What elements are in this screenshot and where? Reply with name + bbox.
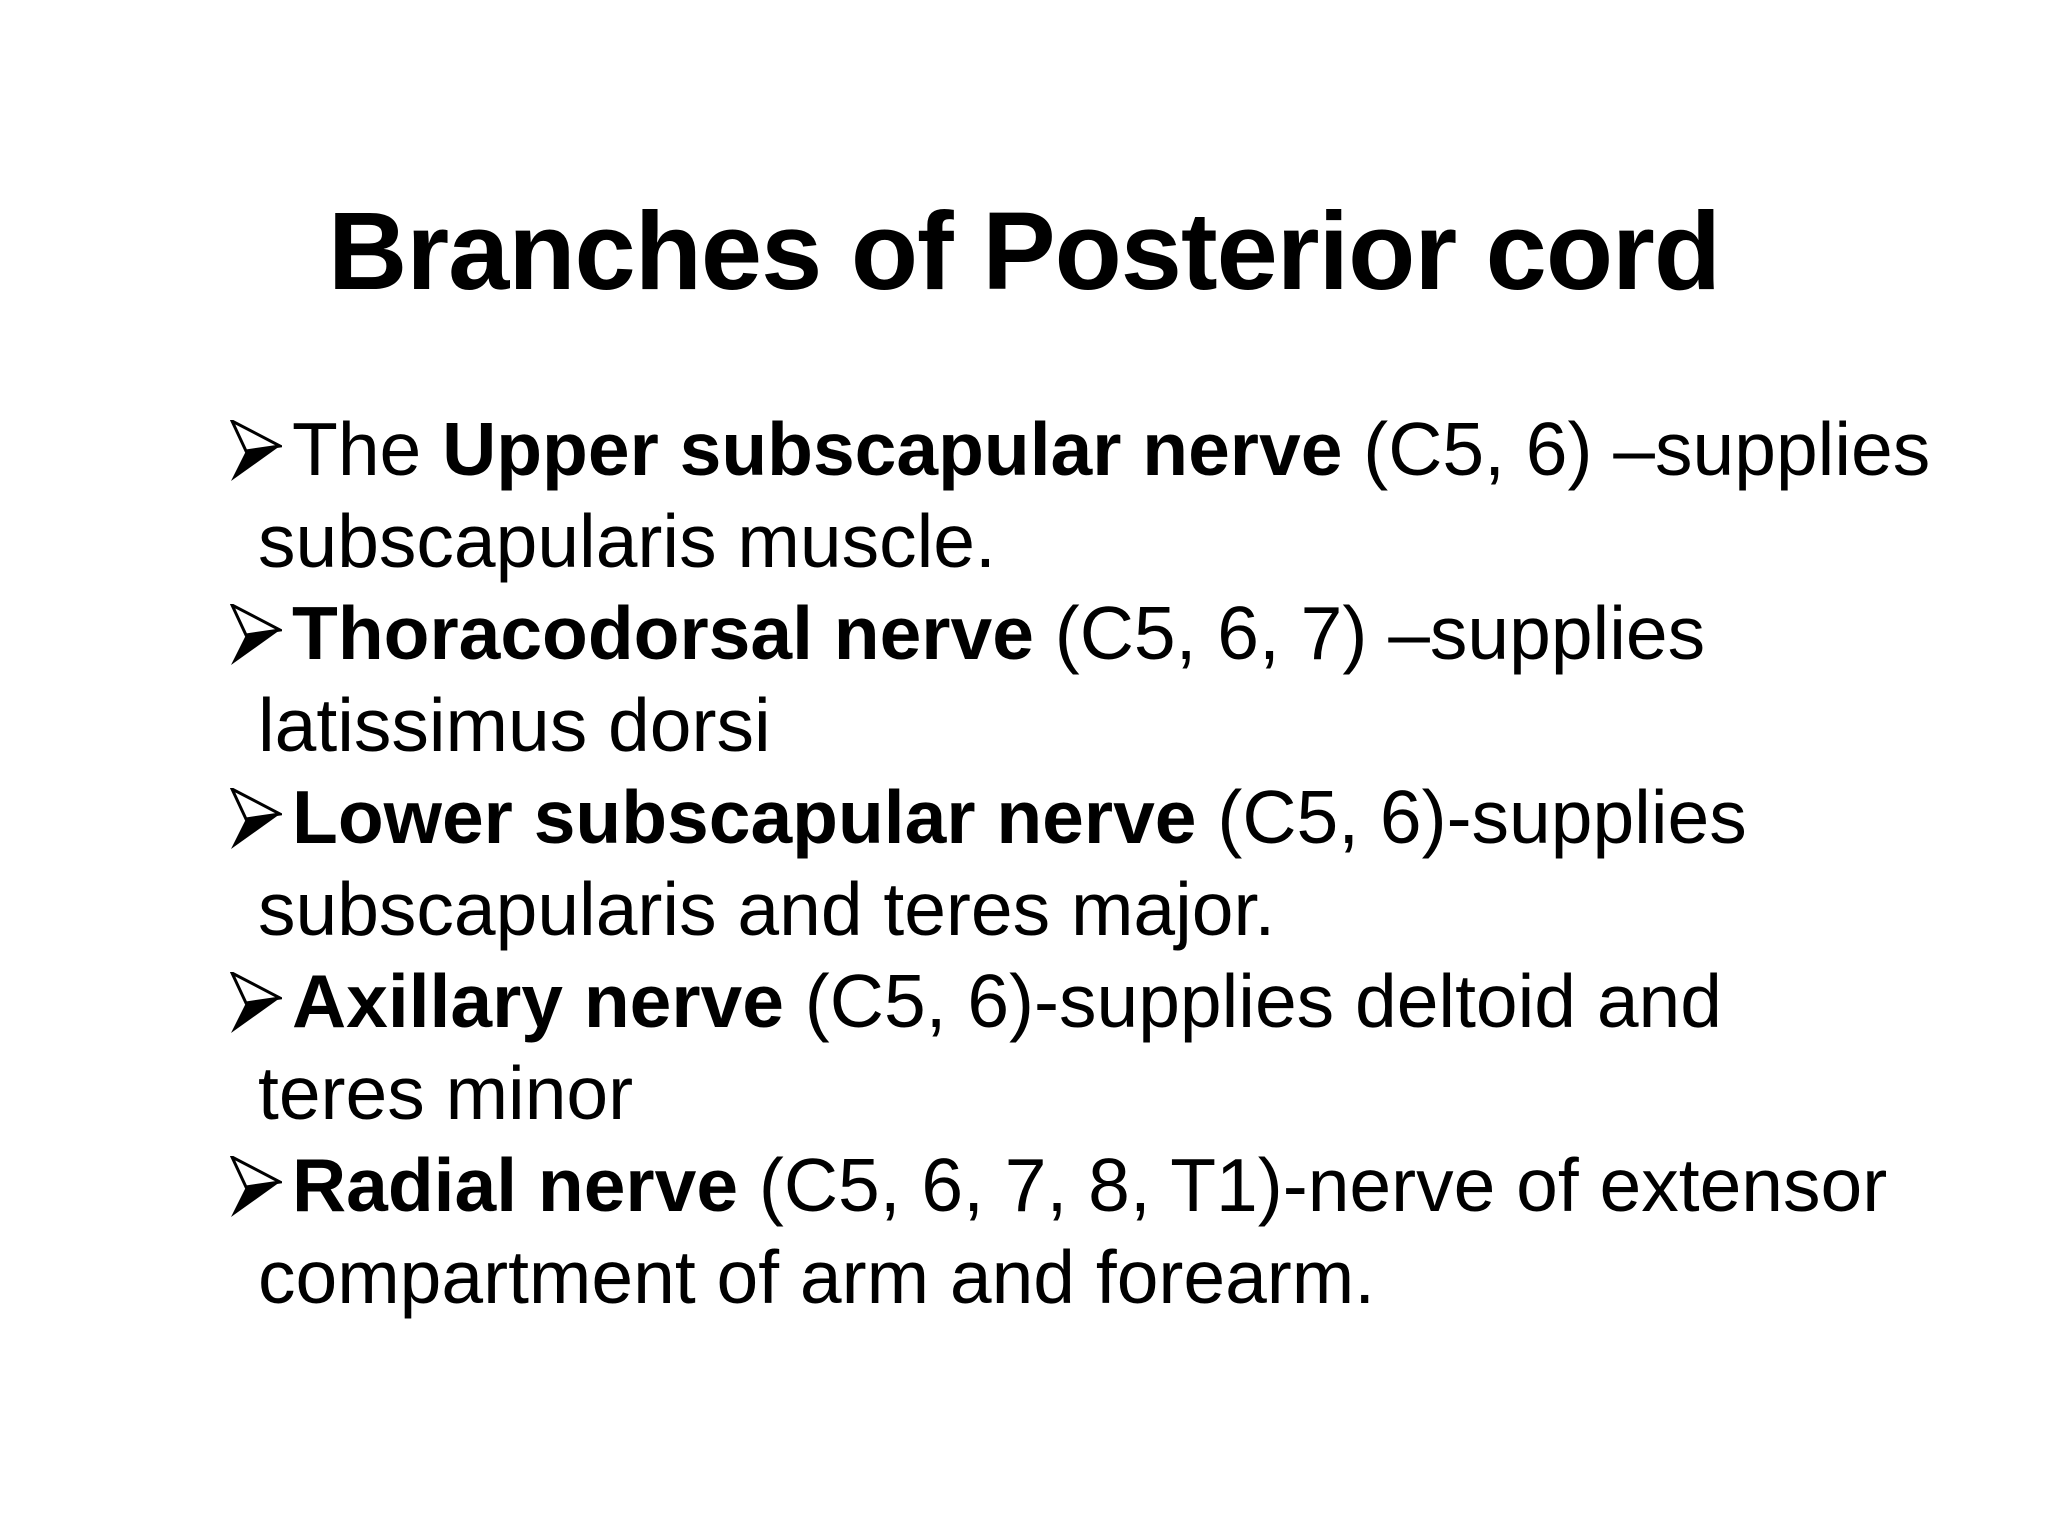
arrow-bullet-icon: [230, 788, 282, 850]
bullet-line: subscapularis muscle.: [0, 495, 2048, 587]
arrow-bullet-icon: [230, 972, 282, 1034]
bullet-line: teres minor: [0, 1047, 2048, 1139]
bullet-item: The Upper subscapular nerve (C5, 6) –sup…: [0, 403, 2048, 587]
bullet-line: Thoracodorsal nerve (C5, 6, 7) –supplies: [0, 587, 2048, 679]
bullet-text: compartment of arm and forearm.: [258, 1235, 1376, 1319]
bullet-text: (C5, 6, 7, 8, T1)-nerve of extensor: [738, 1143, 1888, 1227]
bullet-list: The Upper subscapular nerve (C5, 6) –sup…: [0, 403, 2048, 1323]
bullet-text-bold: Lower subscapular nerve: [292, 775, 1197, 859]
bullet-line: The Upper subscapular nerve (C5, 6) –sup…: [0, 403, 2048, 495]
bullet-text: subscapularis muscle.: [258, 499, 996, 583]
bullet-text: The: [292, 407, 443, 491]
bullet-text-bold: Axillary nerve: [292, 959, 784, 1043]
bullet-line: subscapularis and teres major.: [0, 863, 2048, 955]
bullet-item: Radial nerve (C5, 6, 7, 8, T1)-nerve of …: [0, 1139, 2048, 1323]
bullet-text: (C5, 6, 7) –supplies: [1033, 591, 1706, 675]
bullet-item: Lower subscapular nerve (C5, 6)-supplies…: [0, 771, 2048, 955]
slide-title: Branches of Posterior cord: [327, 189, 1721, 313]
bullet-text: (C5, 6)-supplies deltoid and: [783, 959, 1722, 1043]
arrow-bullet-icon: [230, 420, 282, 482]
bullet-text: teres minor: [258, 1051, 634, 1135]
bullet-item: Thoracodorsal nerve (C5, 6, 7) –supplies…: [0, 587, 2048, 771]
bullet-text: subscapularis and teres major.: [258, 867, 1276, 951]
arrow-bullet-icon: [230, 1156, 282, 1218]
bullet-text-bold: Radial nerve: [292, 1143, 739, 1227]
bullet-line: compartment of arm and forearm.: [0, 1231, 2048, 1323]
bullet-line: Axillary nerve (C5, 6)-supplies deltoid …: [0, 955, 2048, 1047]
bullet-line: Radial nerve (C5, 6, 7, 8, T1)-nerve of …: [0, 1139, 2048, 1231]
bullet-text: (C5, 6)-supplies: [1196, 775, 1747, 859]
bullet-line: Lower subscapular nerve (C5, 6)-supplies: [0, 771, 2048, 863]
bullet-item: Axillary nerve (C5, 6)-supplies deltoid …: [0, 955, 2048, 1139]
bullet-text-bold: Thoracodorsal nerve: [292, 591, 1034, 675]
bullet-text: (C5, 6) –supplies: [1342, 407, 1931, 491]
bullet-text-bold: Upper subscapular nerve: [442, 407, 1343, 491]
bullet-text: latissimus dorsi: [258, 683, 771, 767]
arrow-bullet-icon: [230, 604, 282, 666]
bullet-line: latissimus dorsi: [0, 679, 2048, 771]
